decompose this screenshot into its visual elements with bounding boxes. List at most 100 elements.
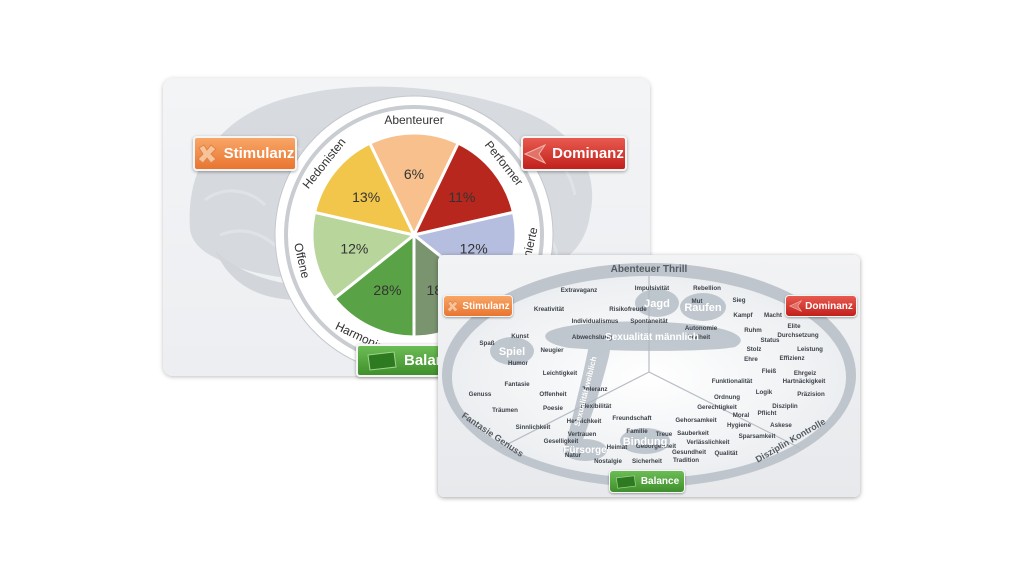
value-word: Spaß xyxy=(479,340,494,347)
value-word: Pflicht xyxy=(758,410,777,417)
value-word: Kreativität xyxy=(534,306,564,313)
value-word: Sinnlichkeit xyxy=(516,424,551,431)
stimulanz-small-label: Stimulanz xyxy=(462,300,510,312)
value-word: Macht xyxy=(764,312,782,319)
value-word: Sieg xyxy=(732,297,745,304)
dominanz-button[interactable]: Dominanz xyxy=(521,136,627,171)
value-word: Leistung xyxy=(797,346,823,353)
value-word: Offenheit xyxy=(539,391,566,398)
wheel-segment xyxy=(411,141,516,238)
value-word: Sicherheit xyxy=(632,458,662,465)
value-word: Toleranz xyxy=(583,386,608,393)
value-word: Leichtigkeit xyxy=(543,370,577,377)
instinct-raufen: Raufen xyxy=(684,302,722,314)
inner-oval xyxy=(452,276,846,478)
value-word: Rebellion xyxy=(693,285,721,292)
wheel-segment-value: 12% xyxy=(340,241,368,257)
value-word: Impulsivität xyxy=(635,285,669,292)
value-word: Moral xyxy=(733,412,750,419)
value-word: Ehrgeiz xyxy=(794,370,816,377)
value-word: Stolz xyxy=(747,346,762,353)
dominanz-label: Dominanz xyxy=(552,145,624,162)
instinct-bindung: Bindung xyxy=(623,436,668,448)
value-word: Präzision xyxy=(797,391,825,398)
dominanz-small-button[interactable]: Dominanz xyxy=(785,295,857,317)
wedge-icon xyxy=(524,143,547,164)
value-word: Disziplin xyxy=(772,403,798,410)
value-word: Nostalgie xyxy=(594,458,622,465)
value-word: Elite xyxy=(787,323,801,330)
value-word: Individualismus xyxy=(572,318,619,325)
value-word: Effizienz xyxy=(779,355,804,362)
value-word: Qualität xyxy=(714,450,737,457)
banknote-icon xyxy=(366,350,398,371)
value-word: Durchsetzung xyxy=(777,332,818,339)
balance-button[interactable]: Balance xyxy=(356,344,444,377)
value-word: Humor xyxy=(508,360,529,367)
instinct-spiel: Spiel xyxy=(499,346,525,358)
value-word: Natur xyxy=(565,452,582,459)
value-word: Abwechslung xyxy=(572,334,612,341)
value-words: Extravaganz Impulsivität RebellionKreativi… xyxy=(469,285,826,465)
wheel-segment-value: 28% xyxy=(373,282,401,298)
value-word: Status xyxy=(761,337,780,344)
instinct-fuersorge: Fürsorge xyxy=(563,445,607,456)
value-word: Flexibilität xyxy=(581,403,612,410)
value-word: Familie xyxy=(626,428,648,435)
value-word: Ordnung xyxy=(714,394,740,401)
stimulanz-label: Stimulanz xyxy=(223,145,295,162)
value-word: Geborgenheit xyxy=(636,443,676,450)
wheel-segment-value: 12% xyxy=(460,241,488,257)
value-word: Mut xyxy=(692,298,703,305)
ring-label-top: Abenteuer Thrill xyxy=(611,264,688,275)
value-word: Freundschaft xyxy=(612,415,651,422)
value-word: Verlässlichkeit xyxy=(687,439,730,446)
instinct-jagd: Jagd xyxy=(644,298,670,310)
value-word: Heimat xyxy=(607,444,628,451)
value-word: Kunst xyxy=(511,333,529,340)
cross-icon xyxy=(196,143,218,165)
value-word: Gerechtigkeit xyxy=(697,404,737,411)
stimulanz-small-button[interactable]: Stimulanz xyxy=(443,295,513,317)
value-word: Neugier xyxy=(540,347,564,354)
value-word: Hartnäckigkeit xyxy=(783,378,826,385)
value-word: Treue xyxy=(656,431,673,438)
value-word: Geselligkeit xyxy=(544,438,579,445)
value-word: Risikofreude xyxy=(609,306,647,313)
balance-small-button[interactable]: Balance xyxy=(609,470,685,493)
value-word: Kampf xyxy=(733,312,753,319)
value-word: Poesie xyxy=(543,405,564,412)
balance-label: Balance xyxy=(404,352,444,369)
value-word: Extravaganz xyxy=(561,287,597,294)
wheel-segment xyxy=(312,141,417,238)
value-word: Hygiene xyxy=(727,422,752,429)
wheel-segment-value: 13% xyxy=(352,189,380,205)
cross-icon xyxy=(446,300,459,313)
instinct-sexualitaet-maennlich: Sexualität männlich xyxy=(605,332,699,343)
value-word: Gehorsamkeit xyxy=(675,417,716,424)
value-word: Funktionalität xyxy=(712,378,753,385)
value-word: Logik xyxy=(756,389,773,396)
wheel-segment xyxy=(367,131,461,239)
instinct-areas xyxy=(490,289,741,461)
value-word: Ruhm xyxy=(744,327,762,334)
value-word: Sauberkeit xyxy=(677,430,709,437)
value-word: Fantasie xyxy=(504,381,530,388)
limbic-words-diagram: Extravaganz Impulsivität RebellionKreativi… xyxy=(442,263,856,487)
value-word: Freiheit xyxy=(688,334,710,341)
value-word: Gesundheit xyxy=(672,449,706,456)
banknote-icon xyxy=(615,474,637,489)
value-word: Autonomie xyxy=(685,325,718,332)
wheel-segment-value: 11% xyxy=(448,189,475,205)
wheel-segment xyxy=(332,231,416,339)
value-word: Ehre xyxy=(744,356,758,363)
balance-small-label: Balance xyxy=(640,476,680,487)
value-word: Askese xyxy=(770,422,792,429)
value-word: Genuss xyxy=(469,391,492,398)
wheel-segment-value: 6% xyxy=(404,166,424,182)
stimulanz-button[interactable]: Stimulanz xyxy=(193,136,297,171)
value-word: Herzlichkeit xyxy=(567,418,602,425)
value-word: Träumen xyxy=(492,407,518,414)
value-word: Sparsamkeit xyxy=(739,433,776,440)
